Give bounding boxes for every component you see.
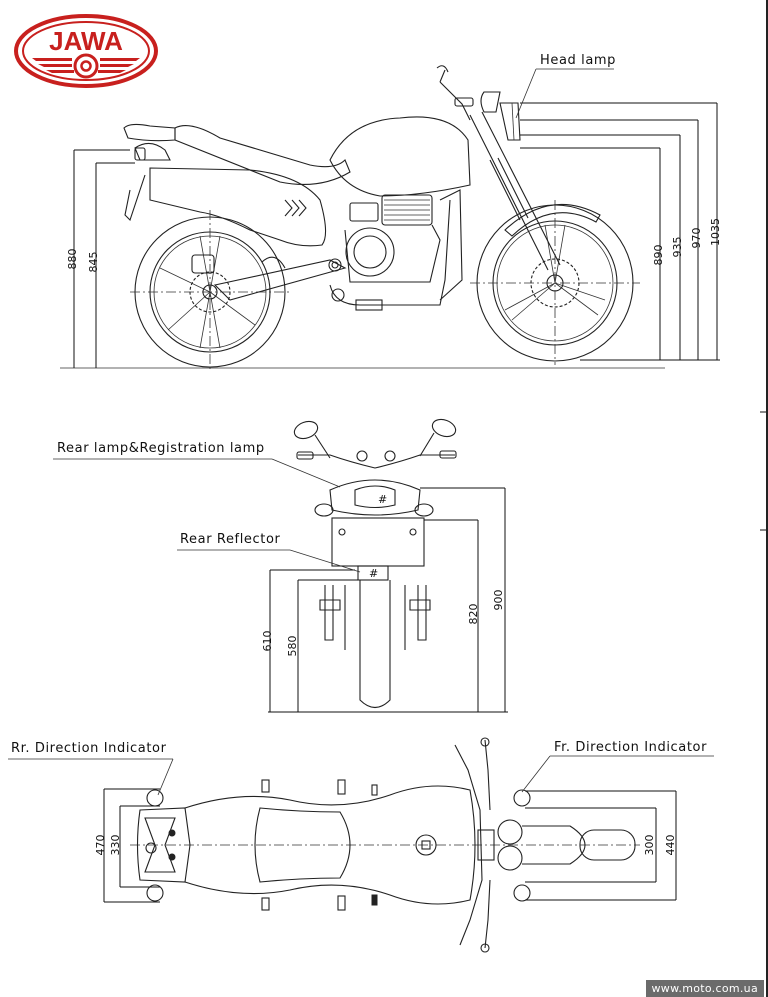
top-view bbox=[130, 737, 640, 953]
engine bbox=[344, 189, 463, 301]
rr-direction-indicator-callout: Rr. Direction Indicator bbox=[8, 741, 174, 796]
head-lamp-label: Head lamp bbox=[540, 53, 616, 68]
side-dimensions: 880 845 890 935 970 1035 bbox=[66, 102, 722, 368]
dim-610: 610 bbox=[261, 631, 274, 652]
dim-845: 845 bbox=[87, 252, 100, 273]
side-view bbox=[60, 65, 665, 370]
dim-470: 470 bbox=[94, 835, 107, 856]
rear-dimensions: 610 580 820 900 bbox=[261, 487, 508, 713]
head-lamp-callout: Head lamp bbox=[515, 53, 616, 119]
dim-880: 880 bbox=[66, 249, 79, 270]
dim-900: 900 bbox=[492, 590, 505, 611]
jawa-logo: JAWA bbox=[14, 14, 158, 88]
dim-820: 820 bbox=[467, 604, 480, 625]
winged-wheel-icon bbox=[32, 53, 140, 79]
dim-1035: 1035 bbox=[709, 218, 722, 246]
rear-lamp-label: Rear lamp&Registration lamp bbox=[57, 441, 265, 456]
watermark: www.moto.com.ua bbox=[645, 980, 764, 997]
top-dimensions: 470 330 300 440 bbox=[94, 788, 677, 903]
front-wheel bbox=[470, 200, 640, 365]
rear-reflector-label: Rear Reflector bbox=[180, 532, 281, 547]
dim-300: 300 bbox=[643, 835, 656, 856]
svg-text:#: # bbox=[378, 493, 387, 506]
rear-view: # # bbox=[293, 418, 457, 709]
fr-direction-indicator-callout: Fr. Direction Indicator bbox=[521, 740, 714, 793]
rr-direction-indicator-label: Rr. Direction Indicator bbox=[11, 741, 167, 756]
rear-reflector-callout: Rear Reflector bbox=[177, 532, 361, 573]
dim-580: 580 bbox=[286, 636, 299, 657]
dim-970: 970 bbox=[690, 228, 703, 249]
dim-935: 935 bbox=[671, 237, 684, 258]
rear-lamp-callout: Rear lamp&Registration lamp bbox=[53, 441, 341, 488]
svg-text:#: # bbox=[369, 567, 378, 580]
rear-wheel bbox=[130, 210, 290, 370]
logo-text: JAWA bbox=[49, 26, 123, 56]
dim-890: 890 bbox=[652, 245, 665, 266]
fr-direction-indicator-label: Fr. Direction Indicator bbox=[554, 740, 707, 755]
dim-330: 330 bbox=[109, 835, 122, 856]
dim-440: 440 bbox=[664, 835, 677, 856]
